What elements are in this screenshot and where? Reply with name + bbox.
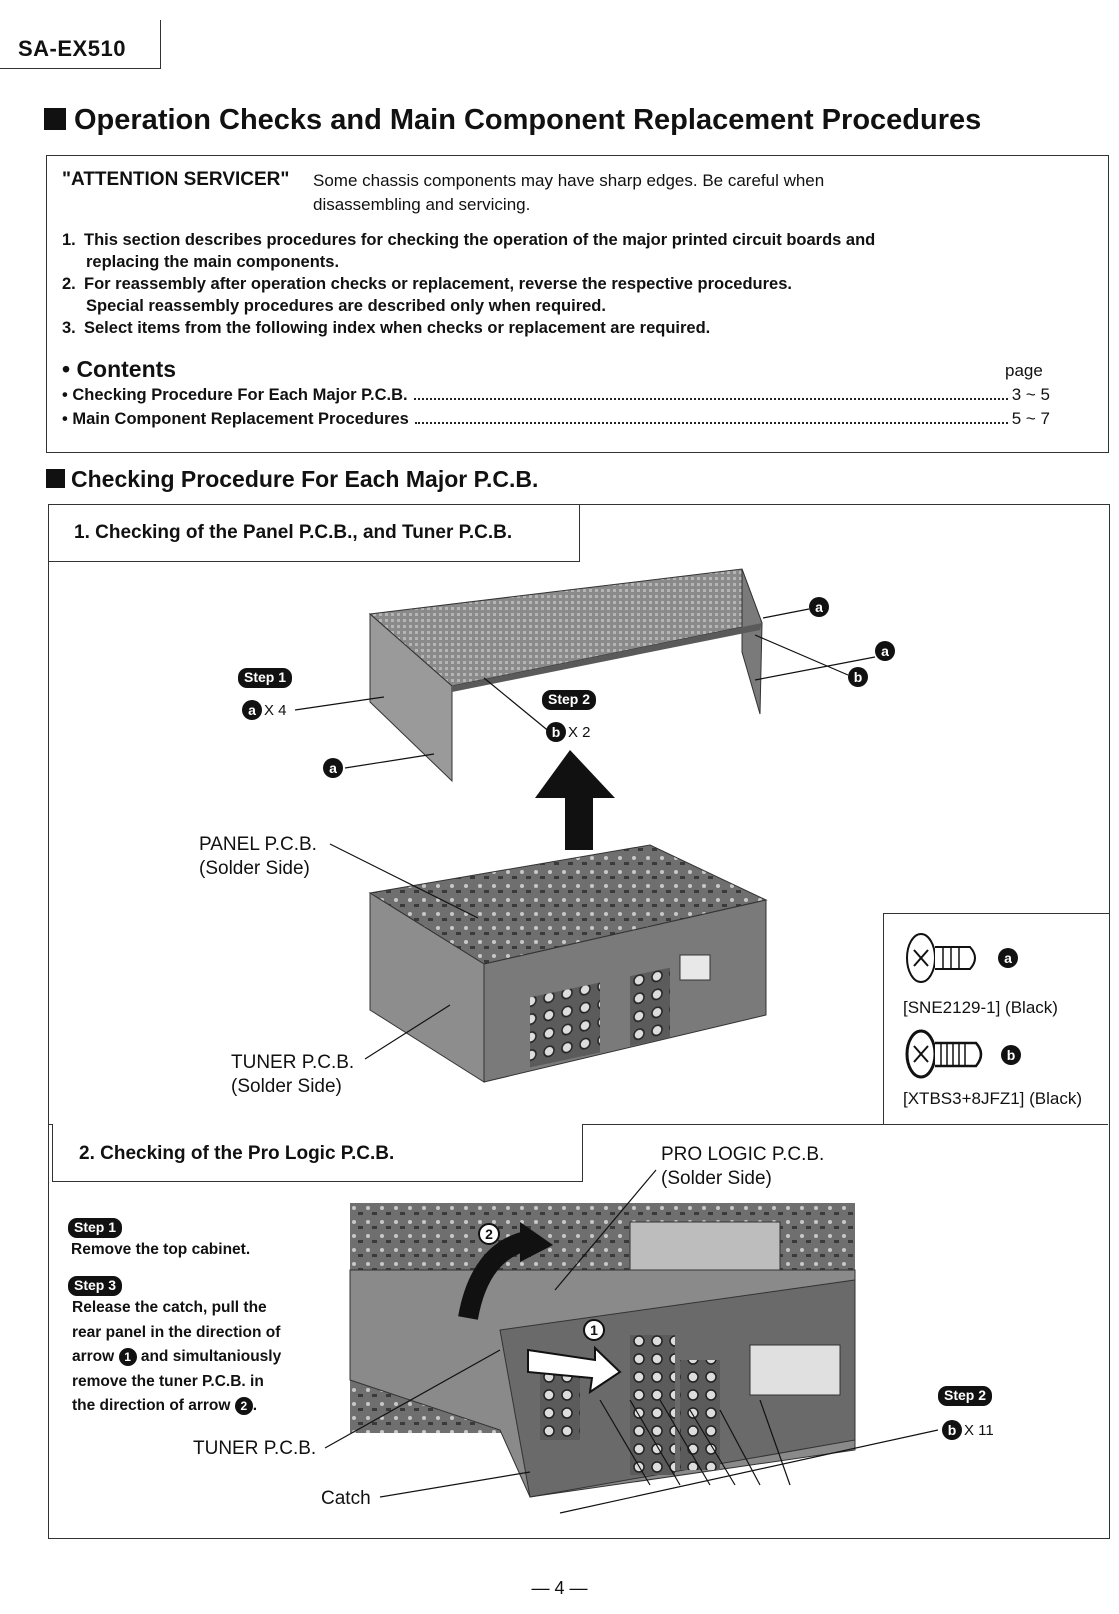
- curved-arrow-head-icon: [520, 1222, 553, 1262]
- section-heading: Checking Procedure For Each Major P.C.B.: [46, 466, 538, 493]
- callout-a: a: [809, 597, 829, 617]
- pro-logic-pcb-label: PRO LOGIC P.C.B. (Solder Side): [661, 1144, 825, 1189]
- page-title: Operation Checks and Main Component Repl…: [44, 104, 981, 137]
- note-item: 1.This section describes procedures for …: [62, 231, 876, 271]
- square-bullet-icon: [46, 469, 65, 488]
- screw-a-letter: a: [998, 948, 1018, 968]
- page-number: — 4 —: [531, 1578, 588, 1598]
- header-rule-horizontal: [0, 68, 161, 69]
- screw-legend-box: [883, 913, 1110, 1124]
- screw-b-part: [XTBS3+8JFZ1] (Black): [903, 1089, 1083, 1108]
- leader-lines-1: [294, 608, 876, 1060]
- square-bullet-icon: [44, 108, 66, 130]
- step1-instruction: Remove the top cabinet.: [71, 1241, 251, 1258]
- callout-a: a: [323, 758, 343, 778]
- top-cabinet-drawing: [368, 568, 763, 783]
- arrow-2-callout: 2: [478, 1223, 500, 1245]
- screw-b-icon: [905, 1029, 983, 1079]
- model-number: SA-EX510: [18, 36, 126, 61]
- toc-item-checking[interactable]: • Checking Procedure For Each Major P.C.…: [62, 385, 1050, 404]
- step1-badge: Step 1: [68, 1218, 123, 1238]
- pull-arrow-icon: [527, 1345, 622, 1395]
- step2-badge: Step 2: [542, 690, 597, 710]
- panel-pcb-label: PANEL P.C.B. (Solder Side): [199, 834, 317, 879]
- contents-page-label: page: [1005, 361, 1043, 380]
- arrow-1-marker: 1: [118, 1348, 137, 1366]
- callout-a: a: [875, 641, 895, 661]
- screw-a-icon: [906, 933, 976, 983]
- tuner-pcb-label: TUNER P.C.B.: [193, 1438, 317, 1459]
- header-rule-vertical: [160, 20, 161, 68]
- callout-b: b: [848, 667, 868, 687]
- step1-badge: Step 1: [238, 668, 293, 688]
- subsection1-title: 1. Checking of the Panel P.C.B., and Tun…: [74, 522, 513, 543]
- step2-badge: Step 2: [938, 1386, 993, 1406]
- leader-dots: [413, 398, 1008, 400]
- notes-list: 1.This section describes procedures for …: [62, 229, 1062, 339]
- lift-arrow-icon: [535, 750, 615, 850]
- subsection2-title: 2. Checking of the Pro Logic P.C.B.: [79, 1143, 395, 1164]
- screw-a-part: [SNE2129-1] (Black): [903, 998, 1058, 1017]
- attention-box: [46, 155, 1109, 453]
- tuner-pcb-label: TUNER P.C.B. (Solder Side): [231, 1052, 355, 1097]
- attention-label: "ATTENTION SERVICER": [62, 169, 290, 190]
- note-item: 2.For reassembly after operation checks …: [62, 275, 792, 315]
- catch-label: Catch: [321, 1488, 371, 1509]
- chassis-drawing-1: [368, 844, 768, 1083]
- subsection1-title-box: [48, 504, 580, 562]
- curved-arrow-icon: [458, 1230, 533, 1320]
- step3-instruction: Release the catch, pull the rear panel i…: [72, 1299, 282, 1415]
- note-item: 3.Select items from the following index …: [62, 319, 711, 337]
- arrow-1-callout: 1: [583, 1319, 605, 1341]
- step3-badge: Step 3: [68, 1276, 123, 1296]
- screw-b-letter: b: [1001, 1045, 1021, 1065]
- leader-lines-2: [324, 1169, 939, 1514]
- contents-heading: • Contents: [62, 356, 177, 382]
- attention-text: Some chassis components may have sharp e…: [313, 171, 825, 214]
- subsection2-title-box: [52, 1124, 583, 1182]
- arrow-2-marker: 2: [234, 1397, 253, 1415]
- leader-dots: [414, 422, 1008, 424]
